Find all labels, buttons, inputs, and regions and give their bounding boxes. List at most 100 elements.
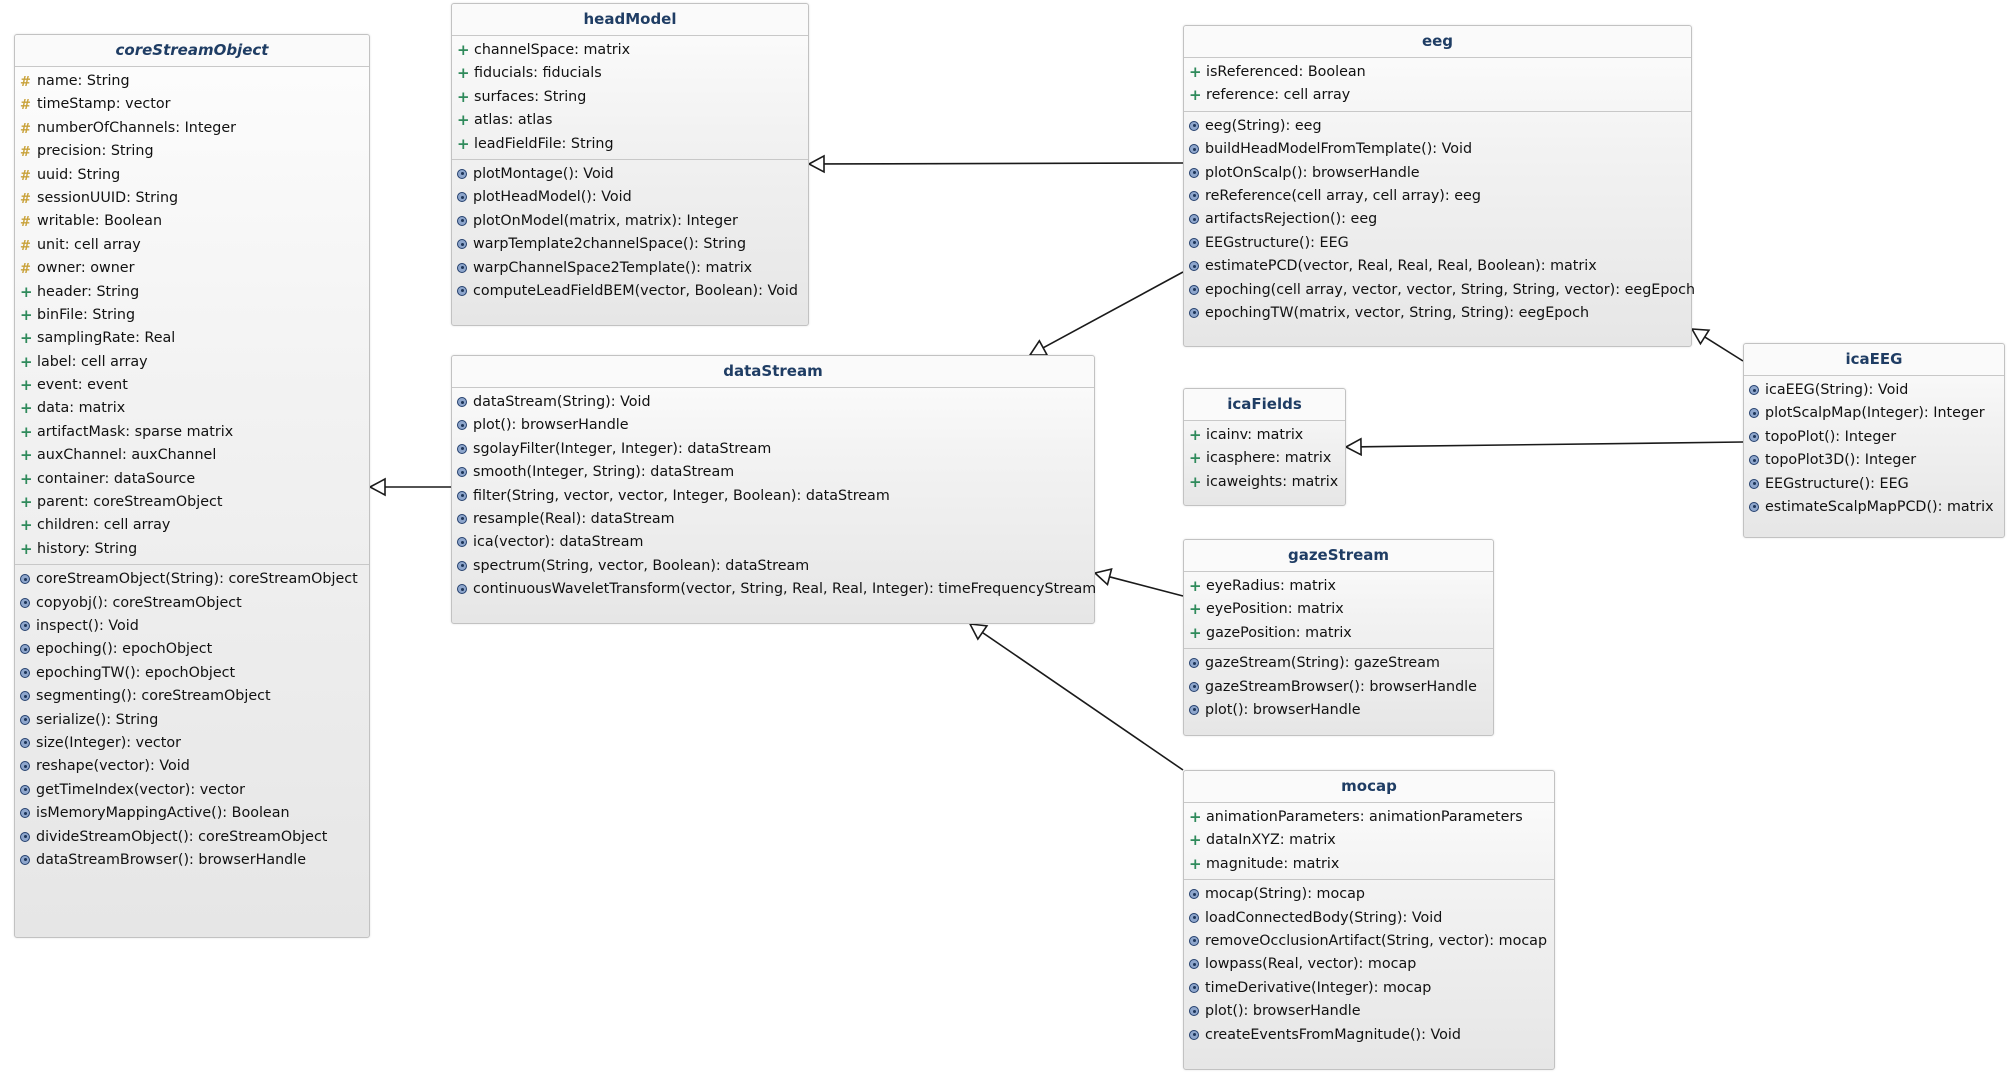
operation-marker-icon <box>457 467 467 478</box>
operation-row: warpTemplate2channelSpace(): String <box>452 233 808 256</box>
attribute-text: eyeRadius: matrix <box>1206 578 1336 594</box>
public-marker-icon: + <box>20 493 33 512</box>
attribute-text: dataInXYZ: matrix <box>1206 832 1336 849</box>
operation-marker-icon <box>457 537 467 548</box>
attribute-text: isReferenced: Boolean <box>1206 64 1366 80</box>
class-icaFields[interactable]: icaFields+icainv: matrix+icasphere: matr… <box>1183 388 1346 506</box>
generalization-line <box>1360 441 1744 448</box>
operation-text: epochingTW(matrix, vector, String, Strin… <box>1205 304 1590 321</box>
operation-marker-icon <box>457 420 467 431</box>
operation-marker-icon <box>20 854 30 865</box>
operation-row: icaEEG(String): Void <box>1744 379 2004 402</box>
attribute-text: channelSpace: matrix <box>474 42 631 58</box>
public-marker-icon: + <box>20 516 33 535</box>
hollow-arrowhead-icon <box>1690 328 1711 346</box>
operation-marker-icon <box>1189 120 1199 131</box>
attribute-text: leadFieldFile: String <box>474 135 614 152</box>
operation-row: topoPlot3D(): Integer <box>1744 449 2004 472</box>
operation-marker-icon <box>1189 912 1199 923</box>
operation-row: EEGstructure(): EEG <box>1744 473 2004 496</box>
public-marker-icon: + <box>457 134 470 153</box>
public-marker-icon: + <box>1189 472 1202 491</box>
operation-row: createEventsFromMagnitude(): Void <box>1184 1024 1554 1047</box>
operation-text: filter(String, vector, vector, Integer, … <box>473 487 890 504</box>
public-marker-icon: + <box>1189 831 1202 850</box>
operation-row: gazeStreamBrowser(): browserHandle <box>1184 676 1493 699</box>
operation-text: resample(Real): dataStream <box>473 510 675 527</box>
operation-row: epoching(): epochObject <box>15 638 369 661</box>
generalization-mocap-to-dataStream <box>968 623 1184 771</box>
operation-marker-icon <box>20 784 30 795</box>
operation-row: artifactsRejection(): eeg <box>1184 208 1691 231</box>
hollow-arrowhead-icon <box>807 154 825 174</box>
operation-marker-icon <box>1189 1006 1199 1017</box>
operation-row: isMemoryMappingActive(): Boolean <box>15 802 369 825</box>
operation-marker-icon <box>457 397 467 407</box>
attribute-text: sessionUUID: String <box>37 189 179 206</box>
operation-row: epochingTW(): epochObject <box>15 662 369 685</box>
operation-marker-icon <box>1189 1029 1199 1040</box>
operation-text: plot(): browserHandle <box>473 417 629 434</box>
public-marker-icon: + <box>457 111 470 130</box>
operation-marker-icon <box>1189 144 1199 155</box>
operation-row: estimatePCD(vector, Real, Real, Real, Bo… <box>1184 255 1691 278</box>
operation-row: lowpass(Real, vector): mocap <box>1184 953 1554 976</box>
public-marker-icon: + <box>20 376 33 395</box>
protected-marker-icon: # <box>20 215 31 231</box>
class-gazeStream[interactable]: gazeStream+eyeRadius: matrix+eyePosition… <box>1183 539 1494 736</box>
attribute-text: parent: coreStreamObject <box>37 494 223 511</box>
attribute-text: eyePosition: matrix <box>1206 601 1344 618</box>
operation-text: plotMontage(): Void <box>473 165 614 182</box>
public-marker-icon: + <box>1189 623 1202 642</box>
operation-row: epoching(cell array, vector, vector, Str… <box>1184 279 1695 302</box>
class-coreStreamObject[interactable]: coreStreamObject#name: String#timeStamp:… <box>14 34 370 938</box>
operation-row: eeg(String): eeg <box>1184 115 1691 138</box>
attribute-section: +channelSpace: matrix+fiducials: fiducia… <box>452 36 808 160</box>
protected-marker-icon: # <box>20 145 31 161</box>
attribute-row: +label: cell array <box>15 351 369 374</box>
operation-marker-icon <box>20 644 30 655</box>
operation-row: spectrum(String, vector, Boolean): dataS… <box>452 555 1094 578</box>
public-marker-icon: + <box>1189 808 1202 826</box>
operation-section: coreStreamObject(String): coreStreamObje… <box>15 565 369 875</box>
class-name: eeg <box>1184 26 1691 58</box>
operation-marker-icon <box>1189 658 1199 669</box>
protected-marker-icon: # <box>20 238 31 254</box>
generalization-gazeStream-to-dataStream <box>1093 567 1184 597</box>
public-marker-icon: + <box>20 539 33 558</box>
operation-row: plotOnScalp(): browserHandle <box>1184 162 1691 185</box>
class-headModel[interactable]: headModel+channelSpace: matrix+fiducials… <box>451 3 809 326</box>
public-marker-icon: + <box>1189 577 1202 595</box>
operation-text: artifactsRejection(): eeg <box>1205 211 1378 228</box>
hollow-arrowhead-icon <box>1093 567 1113 587</box>
attribute-row: #timeStamp: vector <box>15 93 369 116</box>
class-eeg[interactable]: eeg+isReferenced: Boolean+reference: cel… <box>1183 25 1695 347</box>
attribute-text: icasphere: matrix <box>1206 450 1332 467</box>
operation-text: mocap(String): mocap <box>1205 886 1365 903</box>
generalization-eeg-to-headModel <box>807 154 1184 174</box>
operation-text: continuousWaveletTransform(vector, Strin… <box>473 581 1097 598</box>
operation-text: coreStreamObject(String): coreStreamObje… <box>36 571 358 588</box>
operation-marker-icon <box>20 737 30 748</box>
generalization-eeg-to-dataStream <box>1028 271 1184 356</box>
operation-marker-icon <box>1189 237 1199 248</box>
attribute-row: +auxChannel: auxChannel <box>15 444 369 467</box>
operation-text: gazeStreamBrowser(): browserHandle <box>1205 678 1477 695</box>
attribute-section: +icainv: matrix+icasphere: matrix+icawei… <box>1184 421 1345 497</box>
generalization-line <box>1042 271 1184 349</box>
class-mocap[interactable]: mocap+animationParameters: animationPara… <box>1183 770 1555 1070</box>
operation-marker-icon <box>1749 455 1759 466</box>
operation-text: computeLeadFieldBEM(vector, Boolean): Vo… <box>473 282 798 299</box>
class-name: mocap <box>1184 771 1554 803</box>
public-marker-icon: + <box>20 446 33 465</box>
hollow-arrowhead-icon <box>1344 437 1362 457</box>
operation-text: smooth(Integer, String): dataStream <box>473 464 735 481</box>
class-name: icaEEG <box>1744 344 2004 376</box>
attribute-text: reference: cell array <box>1206 87 1351 104</box>
operation-row: reshape(vector): Void <box>15 755 369 778</box>
operation-row: reReference(cell array, cell array): eeg <box>1184 185 1691 208</box>
